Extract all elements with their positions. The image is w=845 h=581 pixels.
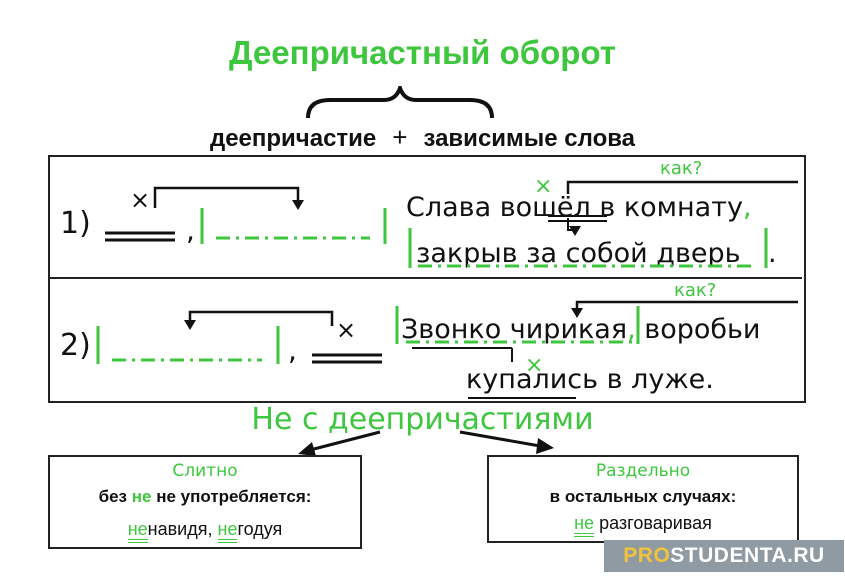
separate-heading: Раздельно	[595, 461, 691, 481]
split-arrows	[298, 430, 554, 456]
row1-rest: в комнату	[599, 192, 743, 223]
row1-number: 1)	[60, 206, 91, 241]
row1-schema: × ,	[105, 186, 387, 247]
svg-text:×: ×	[336, 316, 356, 344]
watermark-logo: PROSTUDENTA.RU	[604, 540, 844, 572]
row2-schema: , ×	[96, 310, 382, 367]
row2-line2: купались в луже.	[466, 364, 714, 395]
joint-rule-suffix: не употребляется:	[156, 487, 312, 506]
formula-dependent-words: зависимые слова	[423, 125, 636, 152]
joint-examples: ненавидя, негодуя	[50, 519, 360, 543]
row1-subject: Слава	[406, 192, 492, 223]
separate-rule: в остальных случаях:	[549, 487, 737, 506]
joint-heading: Слитно	[172, 461, 238, 481]
joint-example1-rest: навидя,	[147, 519, 213, 539]
svg-text:×: ×	[534, 174, 552, 199]
joint-writing-box: Слитно без не не употребляется: ненавидя…	[48, 455, 362, 549]
formula-participle: деепричастие	[209, 125, 377, 152]
row2-question: как?	[674, 280, 717, 301]
formula-plus: +	[392, 122, 408, 152]
joint-rule: без не не употребляется:	[50, 487, 360, 507]
row1-comma: ,	[742, 192, 752, 223]
watermark-pro: PRO	[623, 544, 671, 567]
separate-example-rest: разговаривая	[599, 513, 712, 533]
joint-example2-ne: не	[217, 519, 238, 543]
curly-brace	[306, 86, 494, 119]
row2-line1: Звонко чирикая, воробьи	[401, 314, 760, 345]
joint-example1-ne: не	[127, 519, 148, 543]
separate-example: не разговаривая	[489, 513, 797, 537]
row2-number: 2)	[60, 328, 91, 363]
row2-annotations: ×	[395, 300, 798, 399]
watermark-rest: STUDENTA.RU	[670, 544, 825, 567]
row1-annotations: ×	[408, 174, 798, 268]
formula: деепричастие + зависимые слова	[0, 122, 845, 153]
examples-box	[48, 155, 806, 403]
joint-rule-prefix: без	[98, 487, 127, 506]
separate-example-ne: не	[574, 513, 595, 537]
subtitle: Не с деепричастиями	[251, 402, 594, 437]
joint-rule-ne: не	[131, 487, 152, 506]
joint-example2-rest: годуя	[237, 519, 283, 539]
svg-text:,: ,	[186, 214, 195, 247]
row-divider	[50, 277, 802, 279]
row2-participle: Звонко чирикая	[401, 314, 628, 345]
row1-line1: Слава вошёл в комнату,	[406, 192, 752, 223]
row2-subject: воробьи	[644, 314, 761, 345]
diagram-title: Деепричастный оборот	[229, 34, 616, 71]
svg-text:×: ×	[525, 353, 543, 378]
row1-period: .	[768, 238, 777, 269]
separate-writing-box: Раздельно в остальных случаях: не разгов…	[487, 455, 799, 543]
svg-text:,: ,	[288, 334, 297, 367]
row1-schema-cross: ×	[130, 186, 150, 214]
row1-line2: закрыв за собой дверь	[416, 238, 741, 269]
row2-comma: ,	[627, 314, 636, 345]
row1-predicate: вошёл	[499, 192, 591, 223]
row1-question: как?	[660, 158, 703, 179]
